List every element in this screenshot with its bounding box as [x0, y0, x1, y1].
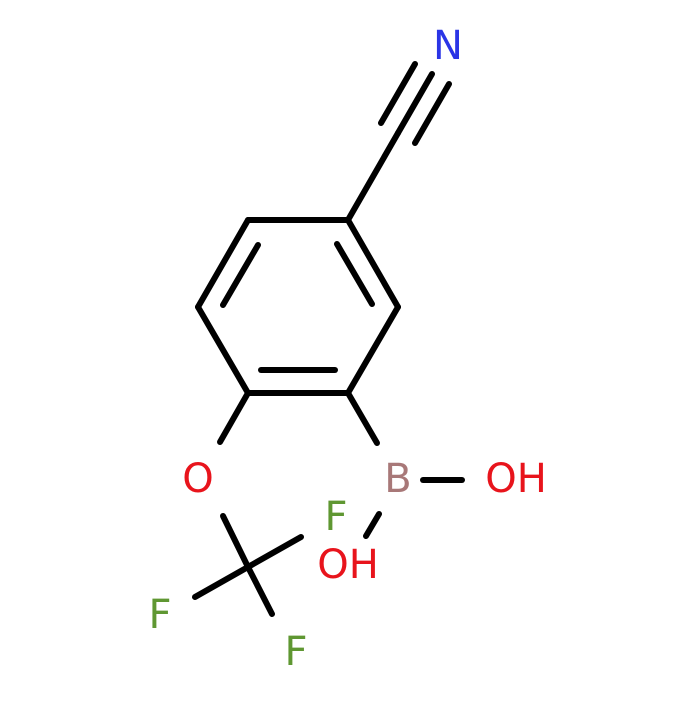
- fluorine-lower-label: F: [284, 629, 307, 675]
- hydroxyl-right-label: OH: [485, 456, 547, 502]
- nitrile-triple-bond-center: [395, 71, 435, 136]
- nitrogen-label: N: [433, 23, 463, 69]
- ring-bond-top-right: [345, 217, 401, 310]
- oxygen-to-carbon-bond: [220, 513, 251, 570]
- hydroxyl-bottom-label: OH: [317, 542, 379, 588]
- ring-inner-bond-top-right: [334, 241, 375, 307]
- nitrile-single-bond: [345, 130, 401, 223]
- ether-oxygen-label: O: [182, 456, 213, 502]
- ring-inner-bond-left: [220, 242, 261, 308]
- ring-bond-bottom-right: [345, 304, 401, 396]
- ring-bond-top-left: [195, 217, 251, 310]
- nitrile-triple-bond-left: [378, 61, 418, 126]
- fluorine-upper-label: F: [324, 494, 347, 540]
- carbon-to-f-left-bond: [192, 564, 251, 600]
- boron-label: B: [384, 456, 411, 502]
- carbon-to-f-lower-bond: [245, 564, 275, 617]
- nitrile-triple-bond-right: [412, 81, 452, 146]
- ring-bond-bottom-left: [195, 304, 251, 396]
- carbon-to-f-upper-bond: [245, 534, 304, 570]
- ring-to-boron-bond: [345, 390, 380, 446]
- ring-to-oxygen-bond: [217, 390, 251, 445]
- fluorine-left-label: F: [148, 592, 171, 638]
- boron-to-oh-bottom-bond: [363, 511, 382, 539]
